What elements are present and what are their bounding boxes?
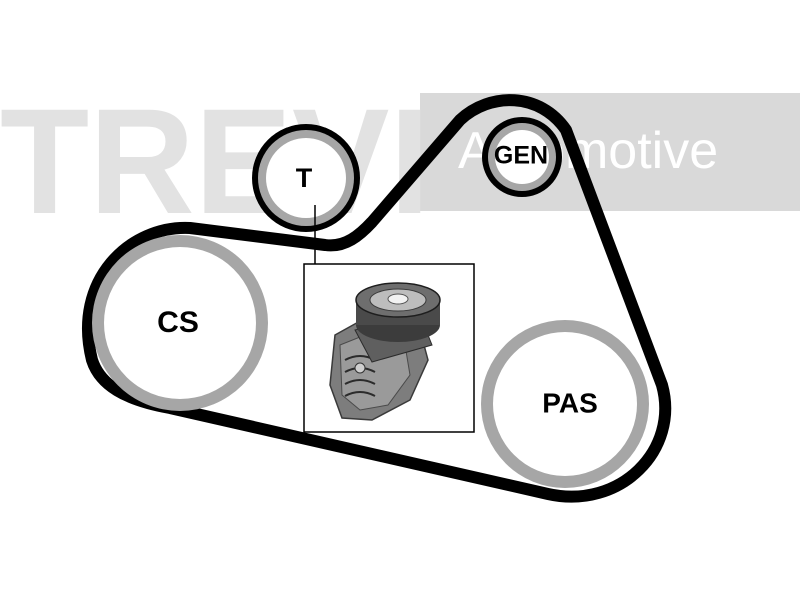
pulley-pas-label: PAS: [542, 387, 598, 418]
watermark-brand: TREVI: [0, 77, 430, 245]
tensioner-inset: [303, 263, 475, 433]
belt-tensioner-photo: [329, 282, 441, 421]
pulley-cs-label: CS: [157, 306, 199, 339]
pulley-t-label: T: [296, 163, 313, 193]
pulley-gen: GEN: [482, 117, 562, 197]
watermark: TREVI Automotive: [0, 77, 800, 245]
pulley-pas: PAS: [481, 320, 649, 488]
pulley-t: T: [252, 124, 360, 232]
pulley-cs: CS: [92, 235, 268, 411]
pulley-gen-label: GEN: [494, 142, 548, 170]
